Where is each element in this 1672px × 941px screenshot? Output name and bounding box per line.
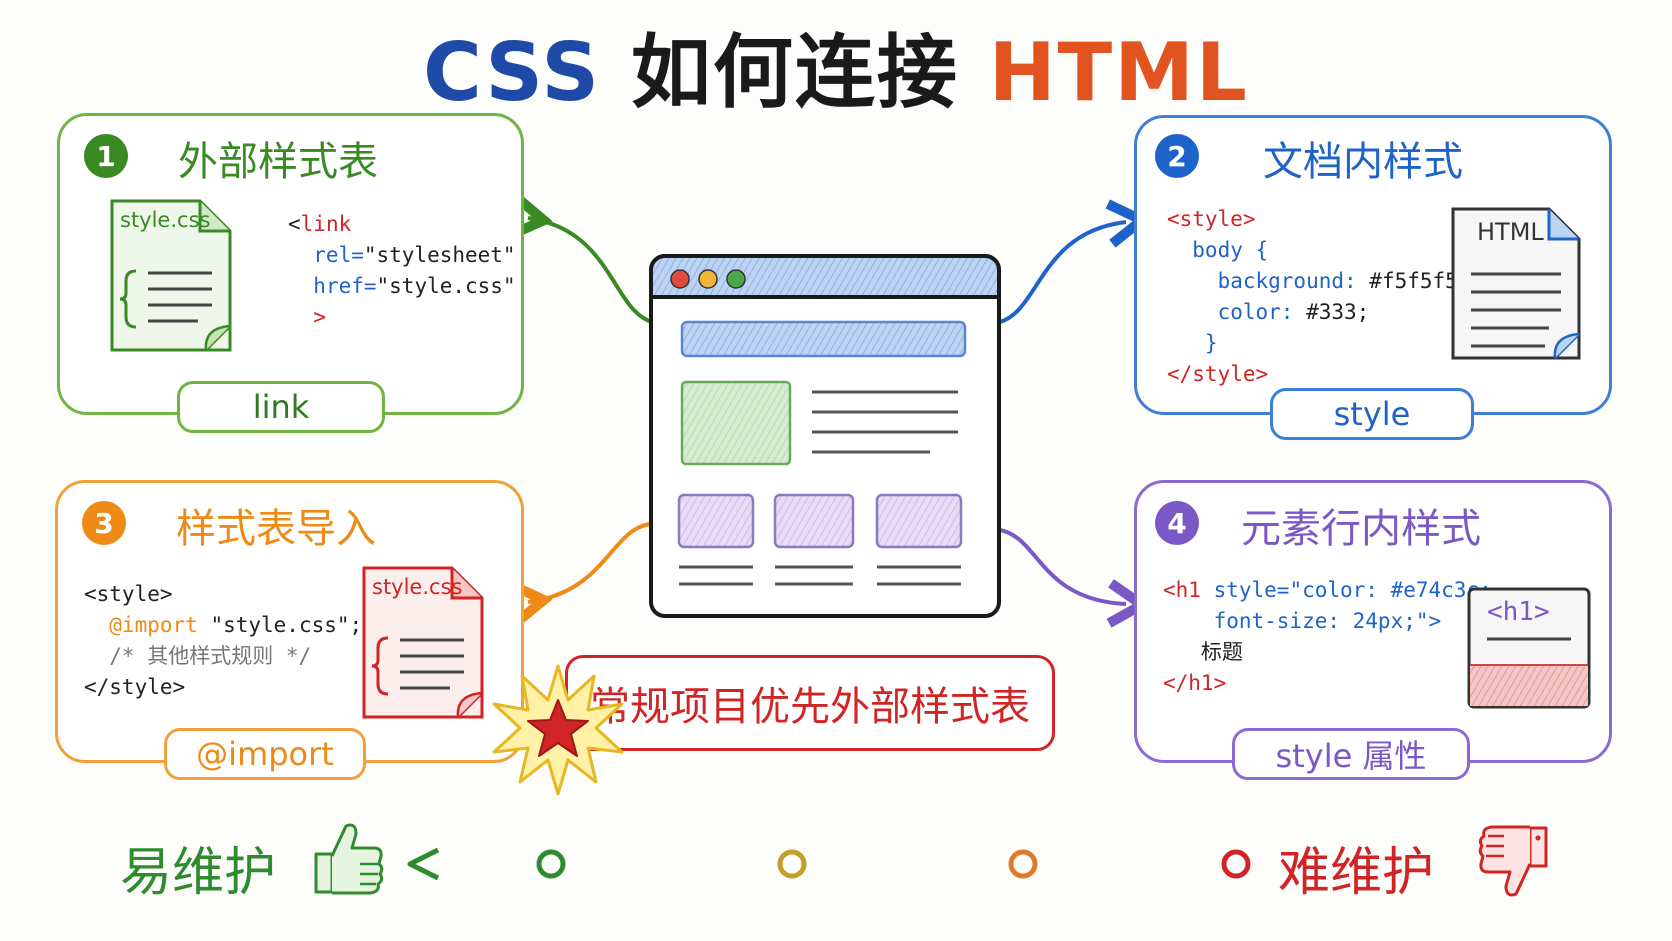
tag-link: link [177,381,385,433]
scale-label-hard: 难维护 [1278,843,1435,903]
css-file-icon [110,199,232,352]
code-snippet: <h1 style="color: #e74c3c; font-size: 24… [1163,575,1492,699]
code-token: "color: #e74c3c; [1289,578,1492,602]
panel-inline-style: 4 元素行内样式 <h1 style="color: #e74c3c; font… [1134,480,1612,763]
code-token: "style.css" [376,274,516,298]
panel-title: 外部样式表 [178,139,378,185]
code-token: < [288,212,301,236]
badge-2: 2 [1155,134,1199,178]
doc-label: style.css [372,575,463,599]
code-token: body { [1167,238,1269,262]
title-middle: 如何连接 [630,26,959,119]
panel-document-style: 2 文档内样式 <style> body { background: #f5f5… [1134,115,1612,415]
title-css: CSS [423,26,601,119]
thumbs-down-icon [1478,825,1548,897]
arrow-to-panel-2 [999,222,1126,324]
panel-title: 样式表导入 [176,506,376,552]
doc-label: HTML [1477,218,1544,246]
tag-import: @import [164,728,366,780]
code-token: 标题 [1163,640,1243,664]
code-token: } [1167,331,1218,355]
code-token: > [288,305,326,329]
code-token: "style.css"; [210,613,363,637]
code-token: rel= [288,243,364,267]
code-token: href= [288,274,377,298]
scale-label-easy: 易维护 [120,843,277,903]
code-token: </h1> [1163,671,1227,695]
code-token: font-size: 24px;"> [1163,609,1442,633]
arrow-to-panel-1 [528,218,653,324]
tag-style: style [1270,388,1474,440]
tag-style-attribute: style 属性 [1232,728,1470,780]
code-snippet: <style> body { background: #f5f5f5; colo… [1167,204,1470,390]
code-token: #333; [1306,300,1370,324]
code-token: </style> [84,675,186,699]
code-token: "stylesheet" [363,243,516,267]
h1-preview-icon [1467,587,1591,709]
badge-4: 4 [1155,501,1199,545]
panel-external-stylesheet: 1 外部样式表 style.css <link rel="stylesheet"… [57,113,524,415]
code-token: background: [1167,269,1370,293]
arrow-to-panel-4 [999,528,1126,604]
code-token: <h1 [1163,578,1214,602]
code-token: @import [84,613,211,637]
panel-stylesheet-import: 3 样式表导入 <style> @import "style.css"; /* … [55,480,524,763]
panel-title: 元素行内样式 [1241,506,1481,552]
thumbs-up-icon [314,823,384,895]
css-file-icon [362,566,484,719]
code-token: /* 其他样式规则 */ [84,644,312,668]
code-snippet: <link rel="stylesheet" href="style.css" … [288,209,516,333]
code-token: <style> [84,582,173,606]
code-token: <style> [1167,207,1256,231]
recommendation-callout: 常规项目优先外部样式表 [565,655,1055,751]
title-html: HTML [988,26,1249,119]
html-file-icon [1451,207,1581,360]
code-token: </style> [1167,362,1269,386]
page-title: CSS 如何连接 HTML [0,8,1672,124]
doc-label: style.css [120,208,211,232]
browser-window-illustration [649,254,1001,618]
star-burst-icon [492,664,624,796]
arrow-to-panel-3 [528,522,651,602]
badge-3: 3 [82,501,126,545]
panel-title: 文档内样式 [1263,139,1463,185]
badge-1: 1 [84,134,128,178]
code-snippet: <style> @import "style.css"; /* 其他样式规则 *… [84,579,362,703]
code-token: link [300,212,352,236]
code-token: color: [1167,300,1307,324]
code-token: style= [1213,578,1290,602]
doc-label: <h1> [1487,597,1550,627]
maintainability-scale [407,847,1251,881]
